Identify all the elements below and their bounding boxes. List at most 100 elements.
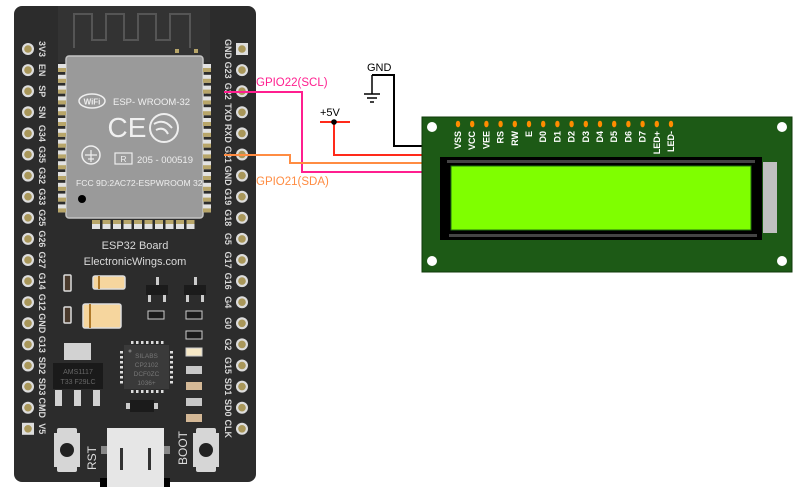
lcd-pin-d3: D3 [581,120,591,143]
lcd-pin-label: VSS [453,131,463,149]
pin-label: G34 [37,125,47,142]
pin-label: SD0 [223,399,233,417]
lcd-screen [450,165,752,231]
pin-label: V5 [37,423,47,434]
header-pin-gnd[interactable]: GND [223,166,248,187]
wires: GPIO22(SCL) GPIO21(SDA) +5V GND [224,62,432,188]
pin-label: G17 [223,251,233,268]
vcc-label: +5V [320,107,341,119]
pin-label: CMD [37,397,47,418]
cert-number: 205 - 000519 [137,155,193,166]
header-pin-g23[interactable]: G23 [223,62,248,79]
lcd-pin-d4: D4 [595,120,605,143]
header-pin-gnd[interactable]: GND [22,313,47,334]
header-pin-txd[interactable]: TXD [223,103,248,122]
voltage-regulator: AMS1117 T33 F29LC [53,343,103,406]
header-pin-g14[interactable]: G14 [22,273,47,290]
antenna-pad [194,49,198,53]
mount-hole [777,256,787,266]
header-pin-3v3[interactable]: 3V3 [22,41,47,57]
header-pin-g13[interactable]: G13 [22,336,47,353]
wifi-logo-text: WiFi [84,98,101,107]
header-pin-sd3[interactable]: SD3 [22,378,47,396]
lcd-pin-d1: D1 [552,120,562,143]
header-pin-g19[interactable]: G19 [223,188,248,205]
header-pin-sp[interactable]: SP [22,85,47,97]
header-pin-g33[interactable]: G33 [22,188,47,205]
pin-label: G14 [37,273,47,290]
header-pin-sd1[interactable]: SD1 [223,378,248,396]
usb-uart-chip: SILABS CP2102 DCF0ZC 1036+ [120,341,173,393]
pin-label: G26 [37,230,47,247]
header-pin-g12[interactable]: G12 [22,294,47,311]
module-pad [134,220,142,229]
module-pads [58,64,211,229]
header-pin-g26[interactable]: G26 [22,230,47,247]
pin-label: G16 [223,273,233,290]
lcd-pin-e: E [524,120,534,137]
header-pin-gnd[interactable]: GND [223,39,248,60]
header-pin-sn[interactable]: SN [22,106,47,119]
header-pin-g34[interactable]: G34 [22,125,47,142]
lcd-pin-label: D0 [538,131,548,143]
header-pin-g35[interactable]: G35 [22,146,47,163]
pin-label: G27 [37,251,47,268]
header-pin-en[interactable]: EN [22,64,47,77]
pin-label: GND [37,313,47,334]
lcd-pin-label: D3 [581,131,591,143]
header-pin-g15[interactable]: G15 [223,357,248,374]
header-pin-cmd[interactable]: CMD [22,397,47,418]
chip-label-3: DCF0ZC [134,371,160,378]
header-pin-sd0[interactable]: SD0 [223,399,248,417]
boot-button[interactable] [193,428,219,472]
lcd-pin-d6: D6 [623,120,633,143]
header-pin-g25[interactable]: G25 [22,209,47,226]
capacitor [82,303,122,329]
gnd-label: GND [367,62,392,74]
header-pin-rxd[interactable]: RXD [223,124,248,144]
antenna-pad [175,49,179,53]
module-pad [186,220,195,229]
pin-label: SP [37,85,47,97]
header-pin-sd2[interactable]: SD2 [22,357,47,375]
lcd-pin-label: D1 [552,131,562,143]
header-pin-g18[interactable]: G18 [223,209,248,226]
esp32-board: WiFi ESP- WROOM-32 CE R 205 - 000519 FCC… [14,6,256,487]
pin-label: EN [37,64,47,77]
chip-label-1: SILABS [135,353,158,360]
header-pin-g5[interactable]: G5 [223,233,248,245]
module-pad [92,220,100,229]
lcd-backlight-tab [763,162,777,233]
header-pin-v5[interactable]: V5 [22,422,47,435]
micro-usb-port[interactable] [100,428,170,487]
header-pin-clk[interactable]: CLK [223,420,248,439]
vcc-junction [331,119,337,125]
reset-button[interactable] [54,428,80,472]
chip-label-2: CP2102 [135,362,159,369]
wroom-module [65,55,204,219]
header-pin-g4[interactable]: G4 [223,296,248,308]
header-pin-g32[interactable]: G32 [22,167,47,184]
header-pin-g27[interactable]: G27 [22,251,47,269]
right-header: GNDG23G22TXDRXDG21GNDG19G18G5G17G16G4G0G… [223,39,248,439]
pin-label: 3V3 [37,41,47,57]
lcd-pin-rs: RS [496,120,506,144]
lcd-pin-label: LED- [666,131,676,152]
pin-label: RXD [223,124,233,144]
pin-label: CLK [223,420,233,439]
ce-mark: CE [108,112,147,143]
lcd-pin-label: D7 [638,131,648,143]
header-pin-g0[interactable]: G0 [223,317,248,329]
module-pad [155,220,163,229]
wifi-logo-icon: WiFi [78,93,106,109]
header-pin-g16[interactable]: G16 [223,273,248,290]
header-pin-g17[interactable]: G17 [223,251,248,269]
regulator-label-2: T33 F29LC [60,379,95,386]
scl-label: GPIO22(SCL) [256,77,328,89]
antenna-area [58,6,210,62]
header-pin-g2[interactable]: G2 [223,338,248,350]
lcd-pin-vss: VSS [453,120,463,149]
